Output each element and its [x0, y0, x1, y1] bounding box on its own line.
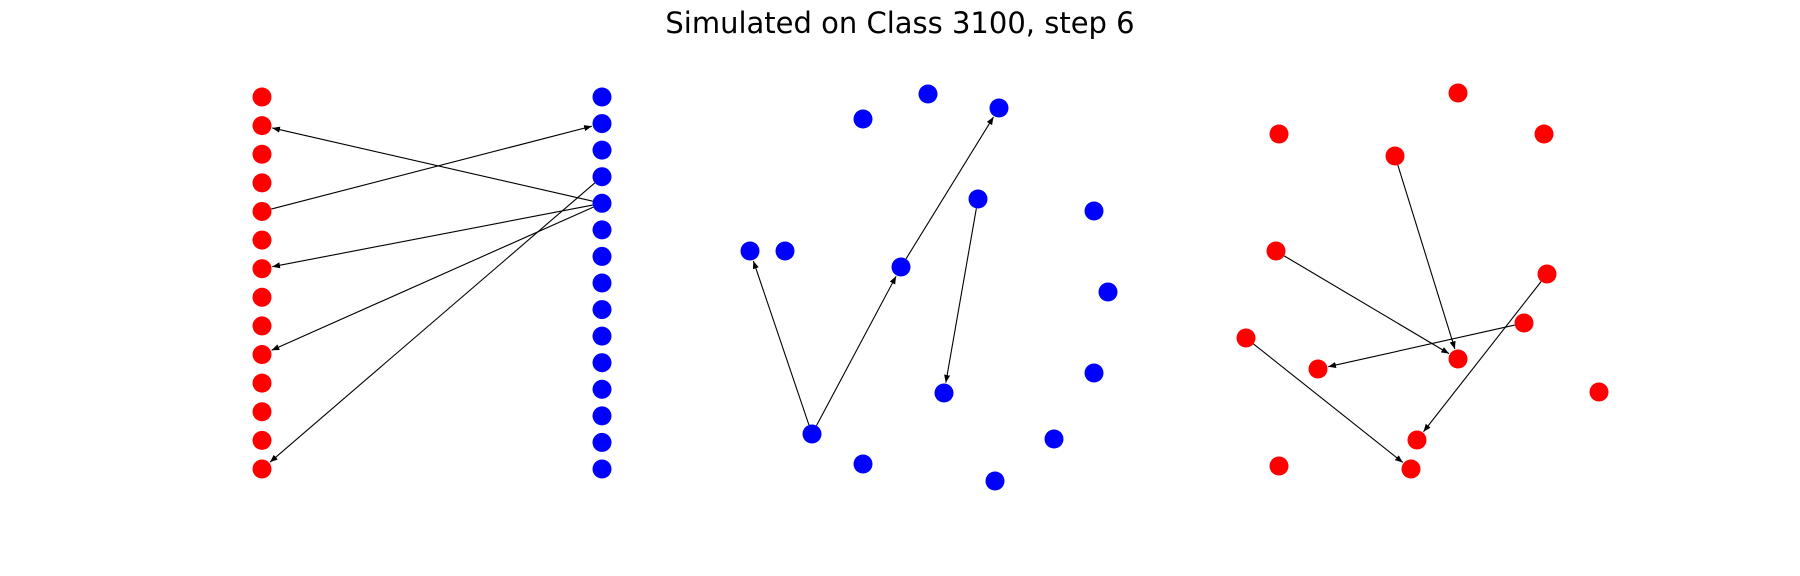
bipartite-panel: [252, 87, 612, 479]
edge-arrow: [271, 125, 592, 210]
red-node: [252, 287, 272, 307]
edge-arrow: [271, 206, 594, 351]
red-node: [252, 116, 272, 136]
edge-arrow: [272, 126, 593, 202]
blue-node: [934, 383, 954, 403]
edge-arrow: [269, 182, 596, 463]
blue-node: [802, 424, 822, 444]
red-node: [1266, 241, 1286, 261]
red-node: [252, 201, 272, 221]
blue-node: [592, 87, 612, 107]
blue-node: [1044, 429, 1064, 449]
red-node: [252, 430, 272, 450]
red-node: [1448, 83, 1468, 103]
red-node: [1269, 456, 1289, 476]
blue-node: [775, 241, 795, 261]
blue-node: [1084, 363, 1104, 383]
red-node: [1269, 124, 1289, 144]
blue-node: [592, 326, 612, 346]
red-node: [1407, 430, 1427, 450]
blue-node: [592, 246, 612, 266]
red-node: [252, 87, 272, 107]
red-node: [252, 230, 272, 250]
blue-node: [989, 98, 1009, 118]
blue-node: [592, 114, 612, 134]
edge-arrow: [905, 116, 994, 260]
red-node: [252, 402, 272, 422]
blue-node: [592, 140, 612, 160]
red-node: [1534, 124, 1554, 144]
red-node: [1385, 146, 1405, 166]
blue-node: [592, 300, 612, 320]
red-node: [252, 345, 272, 365]
red-node: [1589, 382, 1609, 402]
blue-node: [592, 220, 612, 240]
red-node: [252, 316, 272, 336]
blue-node: [592, 353, 612, 373]
blue-node: [891, 257, 911, 277]
blue-node: [853, 109, 873, 129]
red-node: [1448, 349, 1468, 369]
blue-node: [592, 167, 612, 187]
red-node: [252, 259, 272, 279]
red-node: [1236, 328, 1256, 348]
red-node: [252, 373, 272, 393]
red-graph-panel: [1236, 83, 1609, 479]
red-node: [1537, 264, 1557, 284]
red-node: [1514, 313, 1534, 333]
edge-arrow: [1283, 255, 1450, 355]
red-node: [252, 173, 272, 193]
edge-arrow: [272, 204, 593, 269]
blue-graph-panel: [740, 84, 1118, 491]
edge-arrow: [1253, 343, 1404, 463]
blue-node: [592, 193, 612, 213]
blue-node: [985, 471, 1005, 491]
blue-node: [592, 406, 612, 426]
edge-arrow: [1328, 324, 1515, 369]
edge-arrow: [815, 276, 897, 426]
blue-node: [592, 379, 612, 399]
blue-node: [592, 432, 612, 452]
edge-arrow: [1397, 164, 1456, 350]
blue-node: [740, 241, 760, 261]
blue-node: [968, 189, 988, 209]
blue-node: [592, 273, 612, 293]
blue-node: [1098, 282, 1118, 302]
red-node: [1401, 459, 1421, 479]
blue-node: [918, 84, 938, 104]
blue-node: [592, 459, 612, 479]
blue-node: [1084, 201, 1104, 221]
blue-node: [853, 454, 873, 474]
red-node: [252, 459, 272, 479]
edge-arrow: [752, 260, 810, 426]
figure-title: Simulated on Class 3100, step 6: [665, 6, 1135, 40]
red-node: [1308, 359, 1328, 379]
edge-arrow: [1423, 281, 1542, 433]
edge-arrow: [944, 208, 977, 383]
red-node: [252, 144, 272, 164]
